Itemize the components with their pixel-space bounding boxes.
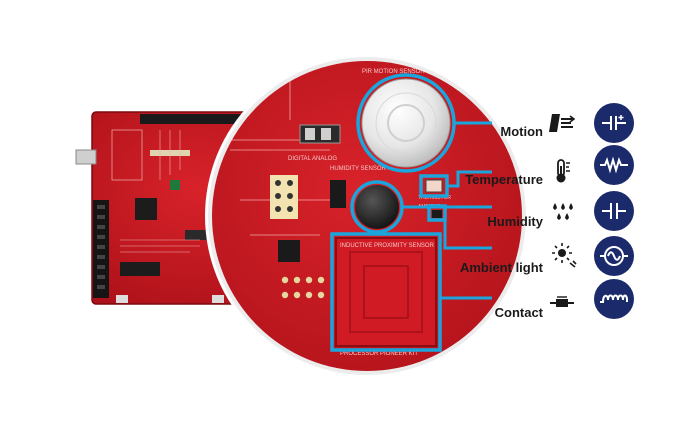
motion-label: Motion bbox=[500, 124, 543, 139]
humidity-sensor bbox=[355, 185, 399, 229]
temperature-leader bbox=[447, 170, 492, 188]
contact-highlight bbox=[330, 232, 442, 352]
photodiode-icon bbox=[594, 236, 634, 276]
motion-icon bbox=[549, 110, 575, 136]
contact-label: Contact bbox=[494, 305, 543, 320]
ambient-leader bbox=[443, 213, 492, 250]
ambient-light-chip bbox=[432, 210, 442, 218]
proximity-sensor-pad bbox=[335, 237, 437, 347]
humidity-label: Humidity bbox=[487, 214, 543, 229]
temperature-label: Temperature bbox=[465, 172, 543, 187]
main-chip bbox=[135, 198, 157, 220]
sun-icon bbox=[551, 242, 577, 268]
thermistor-icon bbox=[594, 145, 634, 185]
top-header bbox=[140, 114, 290, 124]
droplets-icon bbox=[549, 200, 575, 226]
capacitor-icon bbox=[594, 191, 634, 231]
thermistor-chip bbox=[425, 179, 443, 193]
zoom-magnifier: PIR MOTION SENSOR HUMIDITY SENSOR AMBIEN… bbox=[205, 54, 529, 378]
thermometer-icon bbox=[549, 158, 575, 184]
humidity-silkscreen: HUMIDITY SENSOR bbox=[330, 166, 387, 172]
usb-connector bbox=[75, 149, 97, 165]
proximity-silkscreen: INDUCTIVE PROXIMITY SENSOR bbox=[340, 243, 435, 249]
switch-silkscreen: DIGITAL ANALOG bbox=[288, 156, 337, 162]
inductor-icon bbox=[594, 279, 634, 319]
ambient-light-label: Ambient light bbox=[459, 260, 543, 275]
pir-silkscreen: PIR MOTION SENSOR bbox=[362, 69, 425, 75]
pir-motion-sensor bbox=[361, 78, 451, 168]
switch-icon bbox=[549, 290, 575, 316]
pir-capacitor-icon bbox=[594, 103, 634, 143]
thermistor-silkscreen: THERMISTOR bbox=[418, 195, 451, 201]
kit-silkscreen: PROCESSOR PIONEER KIT bbox=[340, 351, 418, 357]
